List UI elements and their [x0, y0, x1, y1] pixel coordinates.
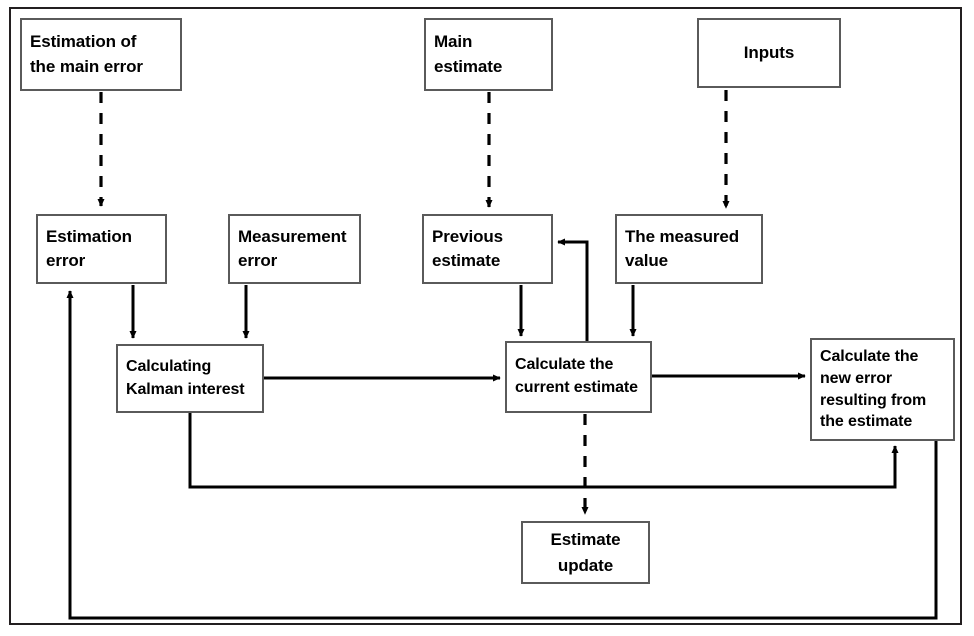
- node-label-line: the main error: [30, 56, 143, 76]
- node-label-line: current estimate: [515, 379, 638, 396]
- node-label-line: Previous: [432, 226, 504, 246]
- node-previous-estimate[interactable]: Previous estimate: [422, 214, 553, 284]
- node-label-line: Calculate the: [515, 356, 614, 374]
- node-label-line: Estimation of: [30, 32, 137, 52]
- node-label-line: Inputs: [743, 42, 795, 62]
- node-estimation-error[interactable]: Estimation error: [36, 214, 167, 284]
- node-calculating-kalman-interest[interactable]: Calculating Kalman interest: [116, 344, 264, 413]
- node-label-line: new error: [820, 369, 893, 387]
- node-label-line: The measured: [625, 226, 740, 246]
- node-label-line: Estimation: [46, 226, 132, 246]
- node-estimate-update[interactable]: Estimate update: [521, 521, 650, 584]
- node-label-line: Main: [434, 32, 473, 52]
- diagram-outer-frame: [9, 7, 962, 625]
- node-label-line: value: [625, 251, 668, 270]
- node-measurement-error[interactable]: Measurement error: [228, 214, 361, 284]
- node-label-line: estimate: [434, 56, 503, 76]
- node-inputs[interactable]: Inputs: [697, 18, 841, 88]
- node-label-line: error: [46, 251, 86, 270]
- node-label-line: resulting from: [820, 391, 927, 409]
- node-label-line: estimate: [432, 251, 501, 270]
- node-calculate-the-current-estimate[interactable]: Calculate the current estimate: [505, 341, 652, 413]
- node-label-line: Calculate the: [820, 348, 919, 365]
- node-estimation-of-main-error[interactable]: Estimation of the main error: [20, 18, 182, 91]
- node-label-line: error: [238, 251, 278, 270]
- node-label-line: Estimate: [550, 530, 621, 549]
- node-label-line: Kalman interest: [126, 380, 245, 398]
- node-label-line: the estimate: [820, 413, 913, 431]
- node-main-estimate[interactable]: Main estimate: [424, 18, 553, 91]
- node-label-line: Calculating: [126, 357, 212, 375]
- node-label-line: Measurement: [238, 226, 347, 246]
- node-label-line: update: [557, 555, 614, 575]
- node-calculate-the-new-error[interactable]: Calculate the new error resulting from t…: [810, 338, 955, 441]
- node-the-measured-value[interactable]: The measured value: [615, 214, 763, 284]
